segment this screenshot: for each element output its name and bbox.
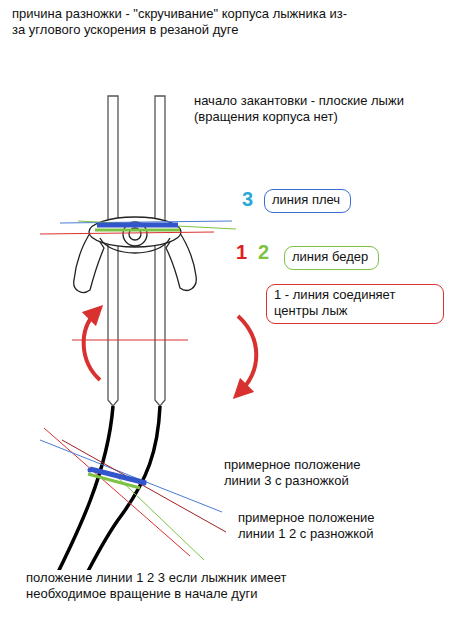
box-text: 1 - линия соединяет центры лыж (274, 287, 436, 319)
callout-number: 3 (242, 188, 253, 211)
box-text: линия плеч (272, 192, 343, 208)
skier-figure (74, 217, 197, 292)
arc-lines (40, 428, 226, 560)
note-text: примерное положение линии 1 2 с разножко… (238, 510, 388, 542)
ski-center-line (72, 340, 188, 341)
callout-number: 1 (236, 241, 247, 264)
title: причина разножки - "скручивание" корпуса… (12, 6, 350, 38)
box-text: линия бедер (292, 249, 371, 265)
note-text: начало закантовки - плоские лыжи (вращен… (194, 93, 434, 125)
note-text: положение линии 1 2 3 если лыжник имеет … (26, 570, 326, 602)
note-box: линия плеч (264, 189, 351, 213)
body-lines (40, 221, 236, 234)
note-box: 1 - линия соединяет центры лыж (266, 284, 444, 324)
ski-straight (108, 96, 165, 406)
rotation-arrow (84, 312, 100, 380)
callout-number: 2 (258, 241, 269, 264)
note-box: линия бедер (284, 246, 379, 270)
note-text: примерное положение линии 3 с разножкой (224, 457, 364, 489)
rotation-arrow (238, 316, 256, 392)
